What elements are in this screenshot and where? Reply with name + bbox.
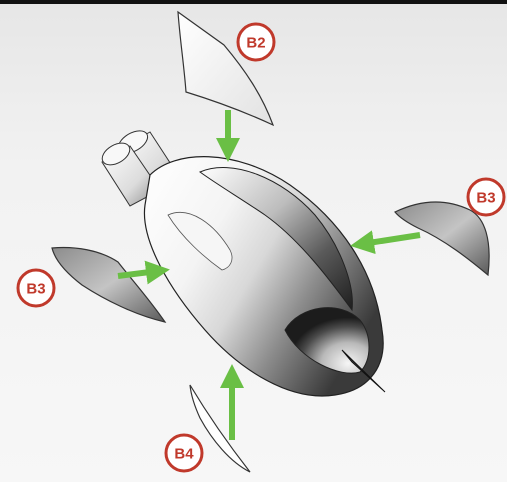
- panel-b3-left: [51, 246, 167, 323]
- badge-b3-left: B3: [16, 268, 56, 308]
- badge-b4-label: B4: [174, 446, 194, 463]
- top-border: [0, 0, 507, 4]
- badge-b2-label: B2: [246, 35, 265, 52]
- panel-b2: [177, 10, 275, 127]
- main-fuselage: [143, 156, 386, 397]
- badge-b4: B4: [164, 433, 204, 473]
- badge-b3-right-label: B3: [476, 190, 495, 207]
- arrow-b3-left: [117, 260, 170, 285]
- panel-b4: [189, 384, 251, 473]
- badge-b2: B2: [236, 22, 276, 62]
- panel-b3-right: [394, 201, 490, 277]
- arrow-b3-right: [350, 230, 421, 255]
- badge-b3-left-label: B3: [26, 281, 45, 298]
- badge-b3-right: B3: [466, 177, 506, 217]
